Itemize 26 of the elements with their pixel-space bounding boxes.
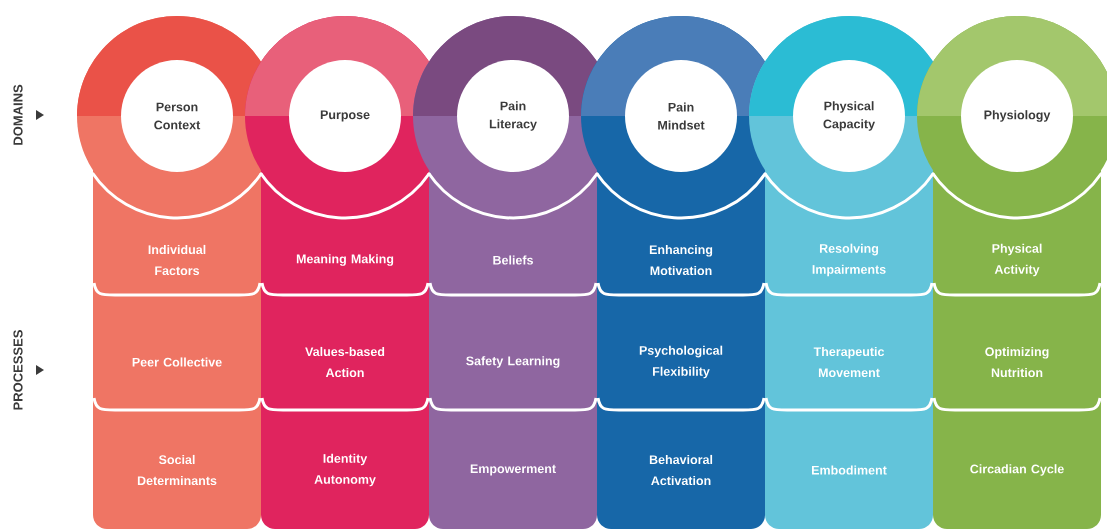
process-label: Beliefs xyxy=(493,255,533,265)
node-label: Pain Literacy xyxy=(489,101,537,131)
process-label: Physical Activity xyxy=(992,243,1042,277)
node-label: Pain Mindset xyxy=(658,102,705,130)
process-label: Peer Collective xyxy=(132,357,222,367)
process-label: Embodiment xyxy=(812,465,887,475)
process-label: Identity Autonomy xyxy=(314,453,376,487)
process-label: Values-based Action xyxy=(305,346,385,378)
node-label: Person Context xyxy=(154,102,201,130)
process-label: Safety Learning xyxy=(466,356,560,368)
process-label: Enhancing Motivation xyxy=(649,244,713,276)
node-label: Purpose xyxy=(320,110,370,122)
process-label: Individual Factors xyxy=(148,244,206,276)
node-label: Physiology xyxy=(984,110,1051,122)
process-label: Meaning Making xyxy=(296,254,394,266)
axis-label: DOMAINS xyxy=(13,84,23,145)
process-label: Resolving Impairments xyxy=(812,243,886,277)
process-label: Circadian Cycle xyxy=(970,464,1064,476)
process-label: Behavioral Activation xyxy=(649,454,713,486)
process-label: Optimizing Nutrition xyxy=(985,346,1049,378)
process-label: Therapeutic Movement xyxy=(813,346,885,378)
process-label: Empowerment xyxy=(470,464,556,476)
process-label: Social Determinants xyxy=(137,454,217,486)
process-label: Psychological Flexibility xyxy=(639,345,723,379)
axis-label: PROCESSES xyxy=(13,330,23,410)
node-label: Physical Capacity xyxy=(823,101,875,131)
